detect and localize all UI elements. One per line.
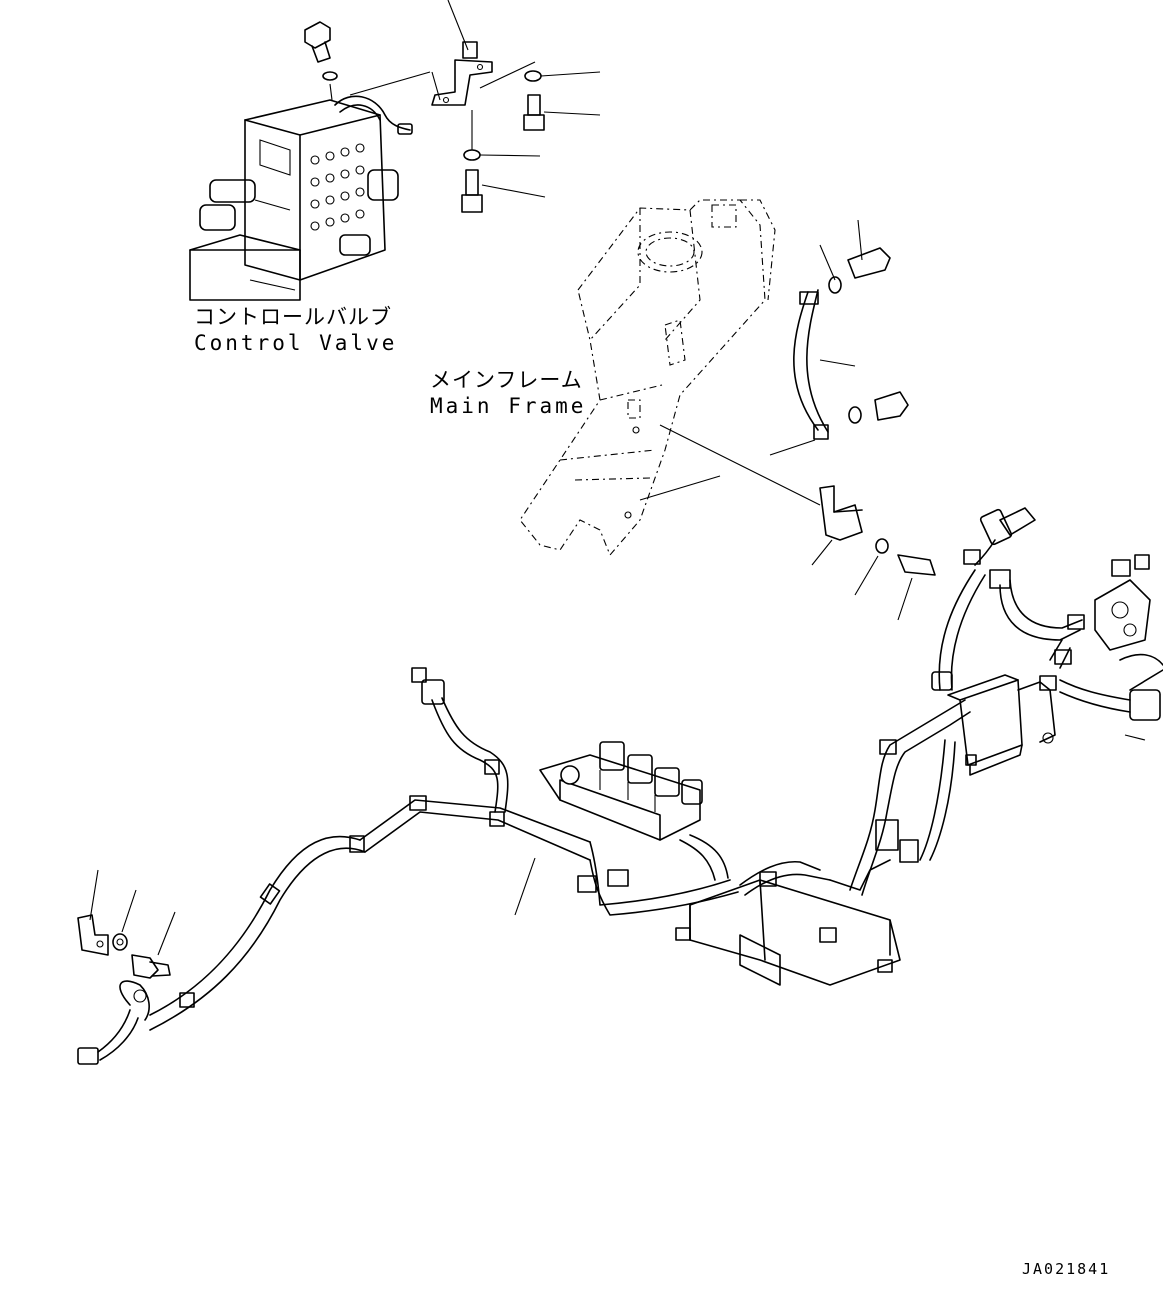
- top-bracket-drawing: [431, 0, 601, 213]
- drawing-code: JA021841: [1022, 1260, 1111, 1278]
- control-valve-drawing: [189, 21, 431, 301]
- bottom-bracket-drawing: [77, 869, 176, 979]
- main-frame-label-jp: メインフレーム: [430, 368, 583, 392]
- main-frame-label-en: Main Frame: [430, 394, 587, 418]
- main-frame-drawing: [519, 199, 776, 557]
- wire-harness-drawing: [77, 507, 1163, 1065]
- control-valve-label-jp: コントロールバルブ: [194, 305, 392, 329]
- ground-strap-drawing: [659, 219, 936, 621]
- control-valve-label-en: Control Valve: [194, 331, 398, 355]
